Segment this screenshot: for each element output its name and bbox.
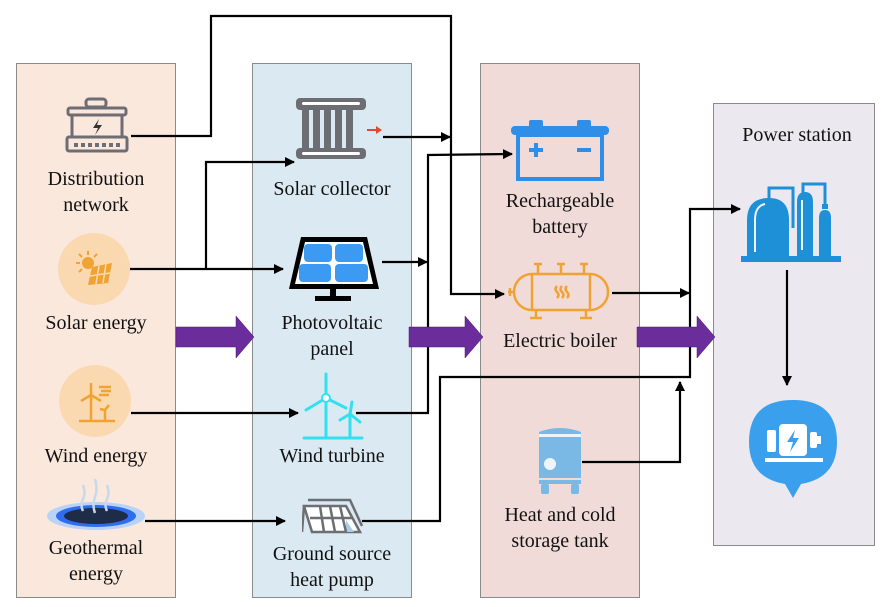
wind-turbine-label: Wind turbine: [279, 445, 385, 467]
power-station-title: Power station: [742, 124, 852, 146]
photovoltaic-panel-icon: [287, 234, 381, 304]
ground-source-heat-pump-label: Ground source heat pump: [272, 543, 392, 591]
wind-energy-label: Wind energy: [44, 445, 148, 467]
heat-arrow-icon: [367, 126, 382, 134]
heat-pump-icon: [300, 496, 364, 536]
storage-tank-label: Heat and cold storage tank: [504, 504, 616, 552]
geothermal-icon: [46, 473, 146, 531]
water-tank-icon: [537, 426, 583, 496]
stage-arrow-sources-to-conversion: [175, 315, 255, 359]
charging-station-icon: [749, 400, 837, 500]
geothermal-energy-label: Geothermal energy: [48, 537, 144, 585]
rechargeable-battery-label: Rechargeable battery: [505, 190, 615, 238]
electric-boiler-label: Electric boiler: [503, 330, 617, 352]
boiler-icon: [508, 262, 614, 320]
solar-collector-label: Solar collector: [273, 178, 391, 200]
solar-energy-label: Solar energy: [45, 312, 147, 334]
sun-panel-icon: [58, 233, 130, 305]
solar-collector-icon: [296, 98, 368, 160]
power-plant-icon: [741, 180, 841, 266]
wind-turbine-icon: [300, 372, 366, 440]
stage-arrow-storage-to-station: [636, 315, 716, 359]
distribution-box-icon: [64, 97, 130, 155]
wind-icon: [59, 365, 131, 437]
battery-icon: [511, 118, 609, 182]
distribution-network-label: Distribution network: [47, 168, 145, 216]
stage-arrow-conversion-to-storage: [408, 315, 484, 359]
photovoltaic-panel-label: Photovoltaic panel: [281, 312, 383, 360]
